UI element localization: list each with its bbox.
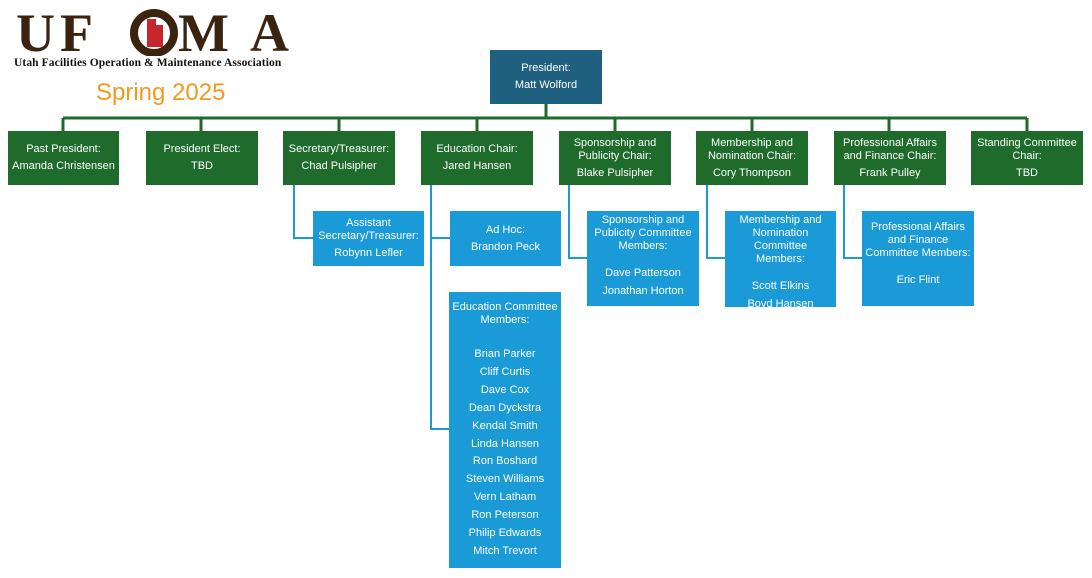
officer-name: TBD xyxy=(1016,166,1038,179)
education-committee-title: Education Committee Members: xyxy=(452,301,558,326)
committee-member: Linda Hansen xyxy=(471,437,539,450)
officer-name: Frank Pulley xyxy=(859,166,921,179)
committee-member: Dave Cox xyxy=(480,383,530,396)
officer-title: Past President: xyxy=(26,143,101,155)
ad-hoc-title: Ad Hoc: xyxy=(485,223,526,236)
committee-member: Philip Edwards xyxy=(468,527,542,540)
committee-member: Brian Parker xyxy=(474,348,536,360)
ad-hoc-box: Ad Hoc: Brandon Peck xyxy=(450,211,561,266)
officer-name: Amanda Christensen xyxy=(12,160,115,172)
logo-letter-a: A xyxy=(250,6,289,56)
officer-title: Sponsorship and Publicity Chair: xyxy=(573,136,657,162)
president-box: President: Matt Wolford xyxy=(490,50,602,104)
ad-hoc-name: Brandon Peck xyxy=(470,240,541,253)
org-name: Utah Facilities Operation & Maintenance … xyxy=(14,57,282,69)
officer-name: TBD xyxy=(191,160,213,172)
committee-member: Ron Boshard xyxy=(472,455,538,468)
sponsorship-committee-box: Sponsorship and Publicity Committee Memb… xyxy=(587,211,699,306)
officer-box-membership-chair: Membership and Nomination Chair: Cory Th… xyxy=(696,131,808,185)
committee-member: Scott Elkins xyxy=(751,280,810,292)
assistant-secretary-box: Assistant Secretary/Treasurer: Robynn Le… xyxy=(313,211,424,266)
season-label: Spring 2025 xyxy=(96,79,226,106)
officer-box-standing-committee-chair: Standing Committee Chair: TBD xyxy=(971,131,1083,185)
committee-member: Mitch Trevort xyxy=(473,544,537,557)
officer-box-secretary-treasurer: Secretary/Treasurer: Chad Pulsipher xyxy=(283,131,395,185)
officer-name: Jared Hansen xyxy=(442,160,512,172)
assistant-secretary-title: Assistant Secretary/Treasurer: xyxy=(318,217,419,242)
assistant-secretary-name: Robynn Lefler xyxy=(334,247,403,259)
logo-letter-u: U xyxy=(16,6,55,56)
committee-member: Steven Williams xyxy=(465,473,545,486)
officer-title: Education Chair: xyxy=(436,143,518,155)
committee-member: Ron Peterson xyxy=(471,509,539,522)
logo-letter-f: F xyxy=(60,6,93,56)
officer-name: Blake Pulsipher xyxy=(576,166,654,179)
education-committee-box: Education Committee Members: Brian Parke… xyxy=(449,292,561,568)
officer-name: Cory Thompson xyxy=(712,166,792,179)
committee-member: Kendal Smith xyxy=(472,419,538,432)
finance-committee-box: Professional Affairs and Finance Committ… xyxy=(862,211,974,306)
committee-member: Dean Dyckstra xyxy=(468,401,542,414)
officer-name: Chad Pulsipher xyxy=(301,160,377,172)
finance-committee-title: Professional Affairs and Finance Committ… xyxy=(865,221,971,259)
officer-title: Membership and Nomination Chair: xyxy=(707,136,797,162)
officer-box-education-chair: Education Chair: Jared Hansen xyxy=(421,131,533,185)
officer-box-professional-affairs-chair: Professional Affairs and Finance Chair: … xyxy=(834,131,946,185)
utah-map-icon xyxy=(130,9,178,56)
committee-member: Eric Flint xyxy=(896,274,940,286)
officer-title: Professional Affairs and Finance Chair: xyxy=(843,136,937,162)
sponsorship-committee-title: Sponsorship and Publicity Committee Memb… xyxy=(594,214,692,252)
ufoma-logo: U F M A xyxy=(14,6,304,72)
officer-box-president-elect: President Elect: TBD xyxy=(146,131,258,185)
officer-title: President Elect: xyxy=(163,143,241,155)
membership-committee-title: Membership and Nomination Committee Memb… xyxy=(739,214,822,265)
logo-letter-m: M xyxy=(178,6,229,56)
officer-box-sponsorship-chair: Sponsorship and Publicity Chair: Blake P… xyxy=(559,131,671,185)
committee-member: Cliff Curtis xyxy=(479,365,531,378)
membership-committee-box: Membership and Nomination Committee Memb… xyxy=(725,211,836,310)
officer-title: Secretary/Treasurer: xyxy=(288,143,390,155)
committee-member: Boyd Hansen xyxy=(747,297,814,310)
president-title: President: xyxy=(521,62,571,74)
officer-title: Standing Committee Chair: xyxy=(977,136,1077,162)
committee-member: Jonathan Horton xyxy=(602,284,684,297)
officer-box-past-president: Past President: Amanda Christensen xyxy=(8,131,119,185)
committee-member: Vern Latham xyxy=(473,491,537,504)
committee-member: Dave Patterson xyxy=(605,267,681,279)
president-name: Matt Wolford xyxy=(514,79,578,91)
